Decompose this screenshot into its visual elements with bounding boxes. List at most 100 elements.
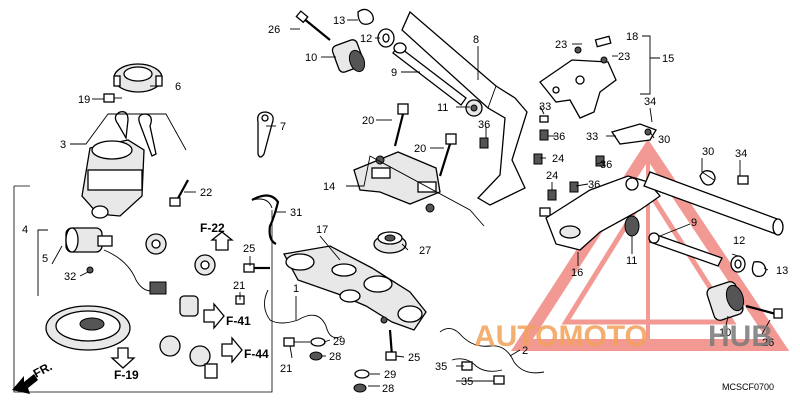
ignition-switch-3 [81,111,157,219]
callout-9: 9 [391,67,397,79]
inner-pipe-9b [648,232,723,267]
fuel-cap-f19 [45,305,136,369]
right-handlebar-grip [643,171,784,236]
callout-21b: 21 [280,363,292,375]
callout-20b: 20 [414,143,426,155]
callout-21a: 21 [233,280,245,292]
nut-27 [373,231,407,254]
ref-f19: F-19 [114,368,139,382]
callout-11b: 11 [626,255,637,267]
bar-33-30 [610,123,657,145]
callout-22: 22 [200,187,212,199]
callout-8: 8 [473,34,479,46]
ref-f22: F-22 [200,221,225,235]
clamp-30b [699,170,749,186]
collar-12b [730,255,746,273]
front-arrow [12,374,38,394]
callout-12: 12 [360,33,372,45]
callout-11: 11 [437,102,448,114]
bolt-20a [393,103,409,147]
watermark-text-1: AUTOMOTO [474,320,648,353]
callout-2: 2 [522,345,528,357]
bolt-25b [385,329,397,361]
callout-33a: 33 [539,101,551,113]
callout-28a: 28 [329,351,341,363]
bolt-25a [243,263,270,273]
callout-16: 16 [571,267,583,279]
callout-labels: 26 13 12 10 9 8 23 18 23 15 6 19 11 33 3… [22,15,788,395]
callout-17: 17 [316,224,328,236]
ignition-cover-6 [113,63,163,93]
harness-clip-31 [251,194,280,245]
callout-5: 5 [42,253,48,265]
callout-25a: 25 [243,243,255,255]
callout-6: 6 [175,81,181,93]
callout-27: 27 [419,245,431,257]
callout-36a: 36 [478,119,490,131]
callout-29b: 29 [384,369,396,381]
collar-11b [624,215,640,237]
callout-19: 19 [78,94,90,106]
callout-7: 7 [280,121,286,133]
callout-29a: 29 [333,336,345,348]
callout-31: 31 [290,207,302,219]
callout-4: 4 [22,224,28,236]
clip-13 [357,8,374,25]
callout-12b: 12 [733,235,745,247]
lock-cylinder-5 [65,227,167,295]
bar-end-weight-10 [331,39,366,73]
nut-28a [309,351,323,361]
callout-23a: 23 [555,39,567,51]
callout-10: 10 [305,52,317,64]
bolt-21b [283,337,310,347]
callout-34a: 34 [644,96,656,108]
callout-35b: 35 [461,376,473,388]
callout-10b: 10 [719,327,731,339]
callout-13: 13 [333,15,345,27]
washer-29b [354,369,370,379]
bolt-22 [169,179,189,207]
diagram-code: MCSCF0700 [722,382,774,392]
bolt-19 [103,93,122,103]
collar-12 [377,28,395,48]
key-7 [257,111,274,158]
bolt-20b [438,133,457,177]
callout-24a: 24 [552,153,564,165]
callout-18: 18 [626,31,638,43]
wire-1 [264,289,343,339]
callout-30a: 30 [658,134,670,146]
inner-pipe-9 [392,42,467,106]
washer-29a [310,337,326,347]
bolt-26 [295,10,331,41]
callout-1: 1 [293,283,299,295]
group-frame [13,185,273,393]
callout-24b: 24 [546,170,558,182]
clip-13b [751,261,767,278]
callout-23b: 23 [618,51,630,63]
callout-14: 14 [323,181,335,193]
callout-15: 15 [662,53,674,65]
callout-25b: 25 [408,352,420,364]
callout-36c: 36 [600,159,612,171]
ref-f41: F-41 [226,314,251,328]
fasteners-36 [479,115,605,217]
callout-34b: 34 [735,148,747,160]
callout-28b: 28 [382,383,394,395]
bar-end-weight-10b [706,281,745,321]
callout-13b: 13 [776,265,788,277]
callout-9b: 9 [691,217,697,229]
bracket-15 [539,35,617,119]
left-handlebar-8 [401,10,528,206]
grommets-f22 [145,231,243,379]
watermark-text-2: HUB [708,320,773,353]
callout-20a: 20 [362,115,374,127]
callout-36b: 36 [553,131,565,143]
right-bracket-16 [545,175,661,251]
callout-33b: 33 [586,131,598,143]
callout-26: 26 [268,24,280,36]
top-bridge-17 [283,245,427,331]
callout-36d: 36 [588,179,600,191]
callout-30b: 30 [702,146,714,158]
